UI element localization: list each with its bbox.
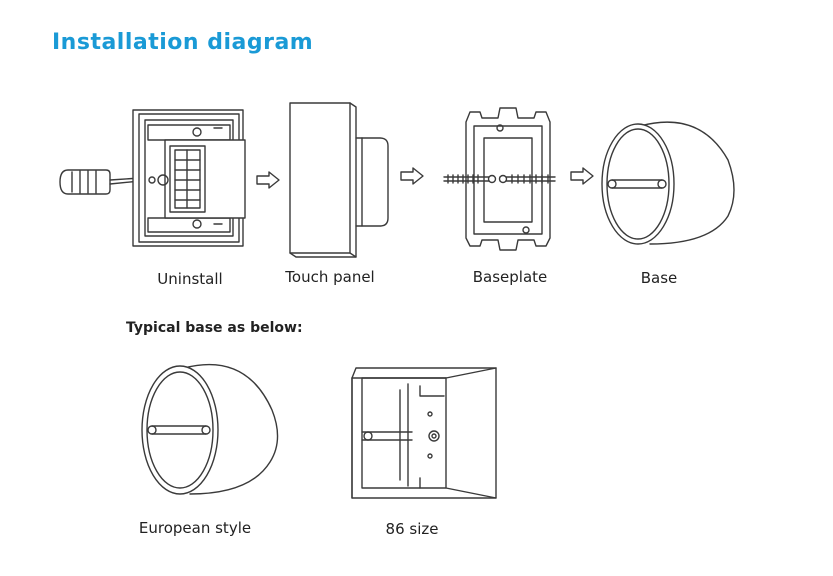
step-label-touch-panel: Touch panel [285, 268, 375, 286]
typical-label-86-size: 86 size [385, 520, 439, 538]
base-illustration [601, 121, 735, 245]
baseplate-illustration [443, 107, 556, 251]
arrow-right-icon [570, 167, 594, 185]
typical-base-heading: Typical base as below: [126, 320, 303, 336]
screw-icon [498, 174, 556, 184]
touch-panel-illustration [289, 102, 389, 258]
step-label-baseplate: Baseplate [472, 268, 548, 286]
screw-icon [443, 174, 497, 184]
uninstall-illustration [59, 109, 246, 247]
step-label-base: Base [640, 269, 678, 287]
page-title: Installation diagram [52, 30, 314, 55]
arrow-right-icon [256, 171, 280, 189]
typical-label-european: European style [138, 519, 252, 537]
european-style-illustration [141, 363, 279, 495]
screwdriver-icon [59, 169, 141, 195]
arrow-right-icon [400, 167, 424, 185]
86-size-illustration [351, 367, 497, 499]
step-label-uninstall: Uninstall [157, 270, 223, 288]
